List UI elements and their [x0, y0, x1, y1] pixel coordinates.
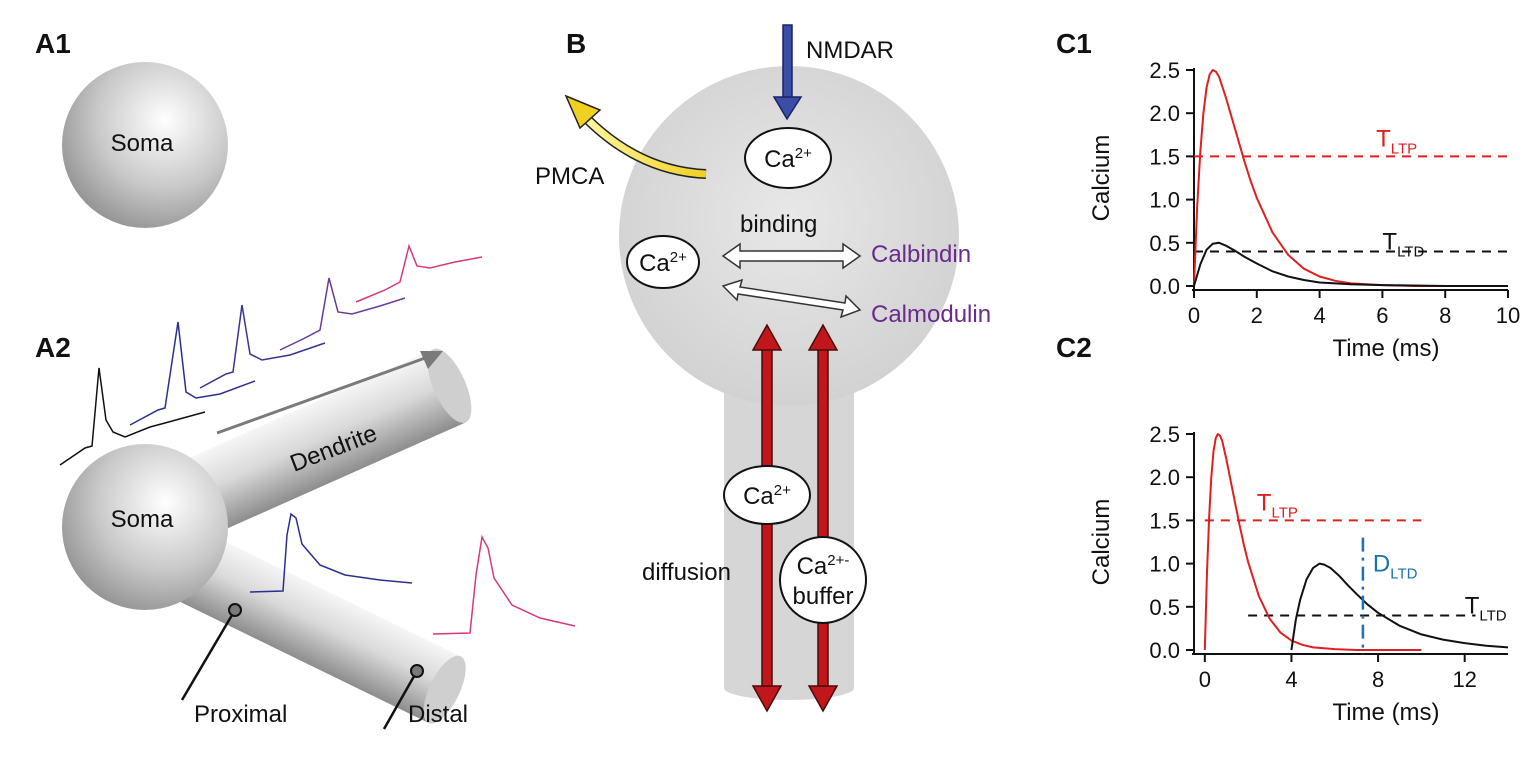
panel-label-c1: C1: [1056, 28, 1092, 59]
c2-threshold-label-ltd: TLTD: [1465, 592, 1507, 624]
c2-y-tick-label: 2.0: [1149, 465, 1180, 490]
c1-x-tick-label: 2: [1251, 303, 1263, 328]
soma-sphere-a2: [62, 444, 228, 610]
diffusion-arrow-2-bottom: [807, 685, 839, 713]
c2-y-tick-label: 0.5: [1149, 595, 1180, 620]
calbindin-label: Calbindin: [871, 241, 971, 268]
c2-dltd-label: DLTD: [1373, 551, 1418, 583]
ca-oval-diffusion: [723, 465, 811, 525]
c2-series-1: [1203, 433, 1422, 651]
propagation-arrow: [216, 355, 429, 435]
c2-x-tick-label: 8: [1372, 667, 1384, 692]
soma-label-a1: Soma: [111, 130, 174, 157]
c1-x-axis-label: Time (ms): [1332, 335, 1439, 362]
trace-soma: [59, 367, 206, 466]
ca-oval-nmdar: [744, 127, 832, 189]
proximal-label: Proximal: [194, 701, 287, 728]
calmodulin-binding-arrow: [721, 278, 862, 319]
ca-label-nmdar: Ca2+: [764, 145, 812, 173]
c1-y-axis-label: Calcium: [1088, 135, 1115, 222]
calmodulin-label: Calmodulin: [871, 301, 991, 328]
spine-head: [619, 66, 959, 406]
panel-a2: A2 Soma Dendrite Proximal Distal: [35, 243, 576, 730]
c2-threshold-label-ltp: TLTP: [1257, 489, 1298, 521]
proximal-electrode-tip: [228, 603, 242, 617]
ca-oval-binding: [626, 235, 700, 289]
distal-electrode-tip: [410, 664, 424, 678]
pmca-label: PMCA: [535, 163, 604, 190]
proximal-electrode: [180, 609, 237, 701]
c2-y-tick-label: 0.0: [1149, 638, 1180, 663]
pmca-arrow: [583, 115, 707, 178]
nmdar-label: NMDAR: [806, 37, 894, 64]
c2-x-axis-label: Time (ms): [1332, 699, 1439, 726]
ca-buffer-label-line2: buffer: [793, 583, 854, 610]
c1-y-tick-label: 1.0: [1149, 188, 1180, 213]
ca-label-binding: Ca2+: [639, 249, 687, 277]
ca-label-diffusion: Ca2+: [743, 482, 791, 510]
c1-x-tick-label: 0: [1188, 303, 1200, 328]
binding-label: binding: [740, 211, 817, 238]
trace-dendrite-3: [279, 277, 406, 351]
c1-threshold-label-ltd: TLTD: [1382, 228, 1424, 260]
ca-buffer-circle: [779, 536, 867, 624]
c2-x-tick-label: 12: [1452, 667, 1476, 692]
c1-y-tick-label: 0.0: [1149, 274, 1180, 299]
diffusion-arrow-1-bottom: [751, 685, 783, 713]
c1-x-tick-label: 4: [1313, 303, 1325, 328]
soma-label-a2: Soma: [111, 506, 174, 533]
panel-label-c2: C2: [1056, 332, 1092, 363]
c2-x-tick-label: 0: [1199, 667, 1211, 692]
c1-x-tick-label: 10: [1496, 303, 1520, 328]
panel-b: B NMDAR PMCA Ca2+ Ca2+ binding Calbindin…: [535, 24, 991, 713]
c2-y-tick-label: 1.5: [1149, 508, 1180, 533]
diffusion-label: diffusion: [642, 559, 731, 586]
c2-x-tick-label: 4: [1285, 667, 1297, 692]
propagation-arrowhead: [420, 351, 443, 369]
panel-label-a1: A1: [35, 28, 71, 59]
panel-a1: A1 Soma: [35, 28, 228, 228]
panel-label-b: B: [566, 28, 586, 59]
c2-series-2: [1290, 562, 1509, 651]
c1-y-tick-label: 1.5: [1149, 144, 1180, 169]
trace-dendrite-4: [355, 243, 483, 303]
c1-x-tick-label: 8: [1439, 303, 1451, 328]
c1-y-tick-label: 0.5: [1149, 231, 1180, 256]
c1-series-2: [1193, 241, 1508, 287]
trace-distal: [432, 534, 576, 635]
c2-y-tick-label: 2.5: [1149, 422, 1180, 447]
distal-label: Distal: [408, 701, 468, 728]
ca-buffer-label-line1: Ca2+-: [797, 552, 850, 580]
panel-label-a2: A2: [35, 332, 71, 363]
nmdar-arrow: [782, 24, 793, 100]
c1-y-tick-label: 2.0: [1149, 101, 1180, 126]
trace-dendrite-1: [129, 321, 256, 426]
c1-y-tick-label: 2.5: [1149, 58, 1180, 83]
diffusion-arrow-1-top: [751, 323, 783, 351]
c1-threshold-label-ltp: TLTP: [1376, 125, 1417, 157]
trace-dendrite-2: [199, 304, 326, 389]
pmca-arrowhead: [564, 94, 602, 130]
c1-x-tick-label: 6: [1376, 303, 1388, 328]
distal-electrode: [382, 670, 419, 730]
c2-y-tick-label: 1.0: [1149, 552, 1180, 577]
trace-proximal: [249, 512, 413, 593]
nmdar-arrowhead: [772, 96, 803, 121]
c2-y-axis-label: Calcium: [1088, 499, 1115, 586]
soma-sphere-a1: [62, 62, 228, 228]
diffusion-arrow-2: [817, 344, 829, 691]
diffusion-arrow-2-top: [807, 323, 839, 351]
calbindin-binding-arrow: [721, 242, 862, 270]
